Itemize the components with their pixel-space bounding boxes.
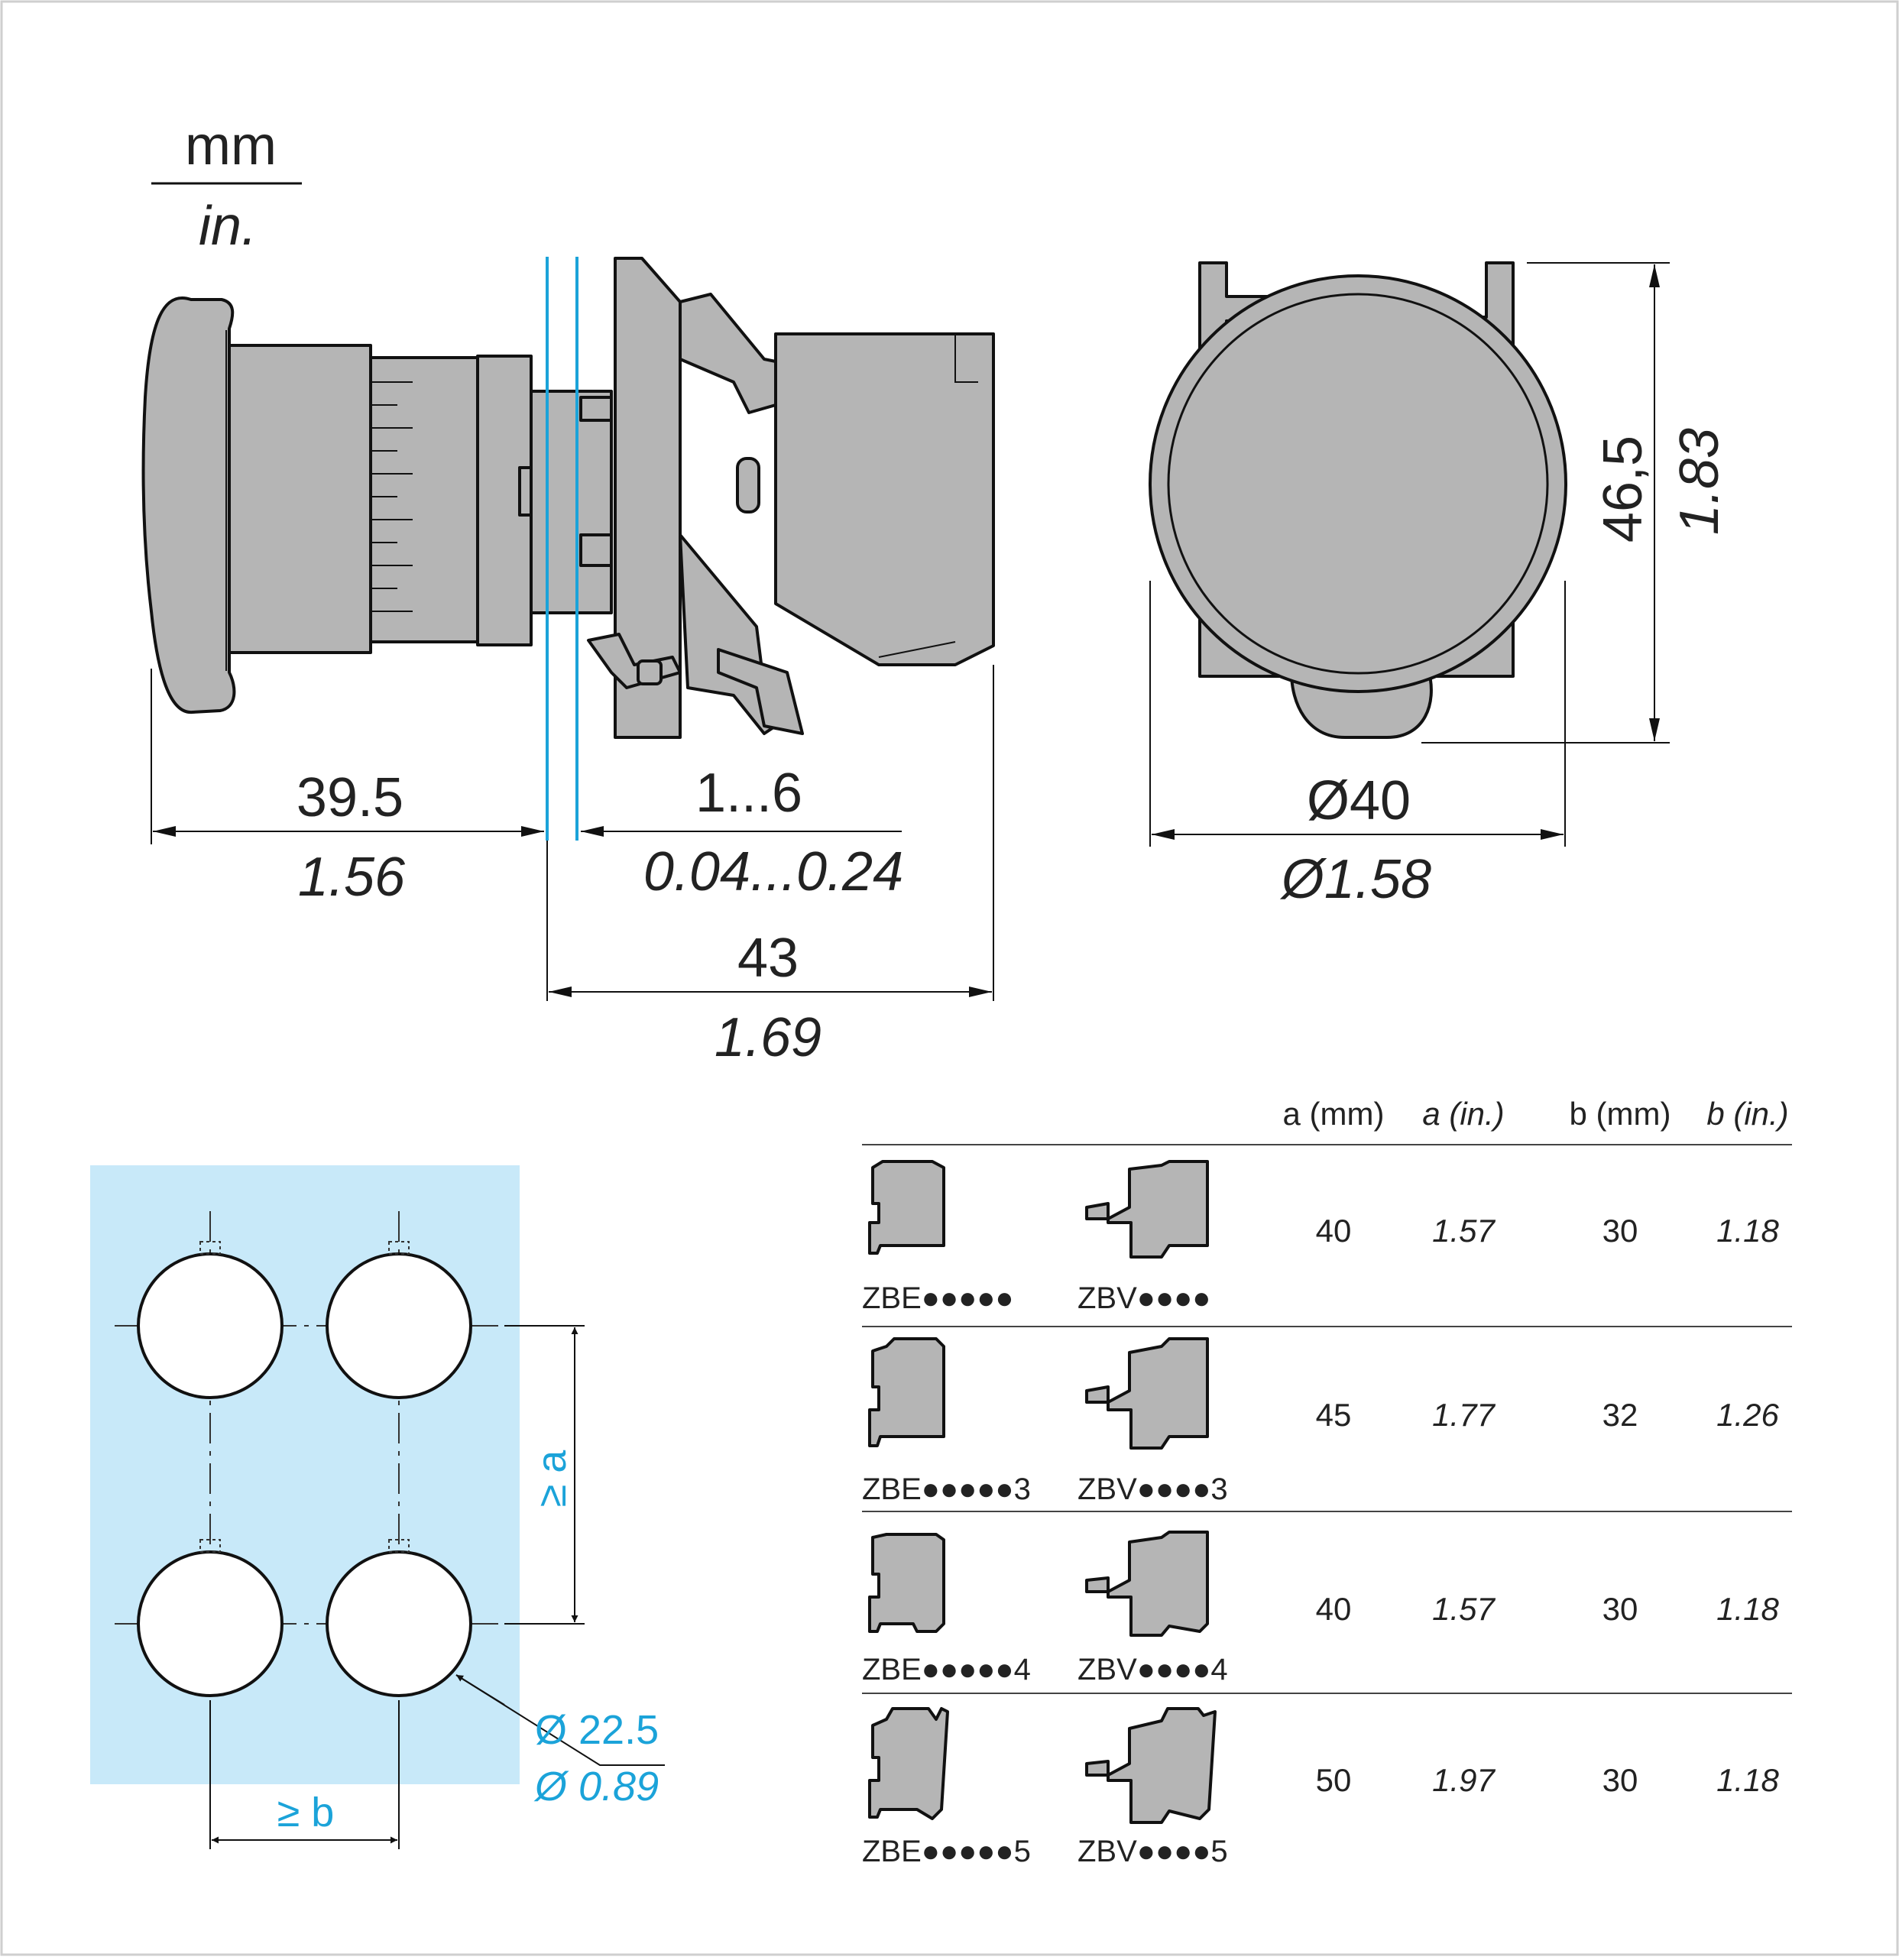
header-b-in: b (in.)	[1706, 1096, 1788, 1132]
body-length-mm: 43	[737, 928, 799, 989]
cell-a-in: 1.57	[1432, 1591, 1496, 1627]
cell-a-in: 1.97	[1432, 1762, 1496, 1798]
hole-diameter-in: Ø 0.89	[533, 1764, 659, 1809]
cell-a-in: 1.77	[1432, 1397, 1496, 1433]
zbv-block-icon	[1085, 1707, 1217, 1824]
hole-diameter-mm: Ø 22.5	[535, 1707, 659, 1753]
knurled-ring	[369, 356, 479, 643]
head-length-mm: 39.5	[297, 767, 403, 828]
mushroom-head	[141, 296, 236, 714]
block-notch-bottom	[878, 641, 956, 658]
header-b-mm: b (mm)	[1570, 1096, 1671, 1132]
head-length-in: 1.56	[298, 847, 406, 908]
cell-b-in: 1.18	[1716, 1762, 1779, 1798]
hole-diameter-arrow	[455, 1674, 505, 1706]
ref-zbv: ZBV●●●●	[1078, 1281, 1210, 1315]
zbv-block-icon	[1085, 1337, 1209, 1450]
zbe-block-icon	[868, 1707, 949, 1820]
table-row: ZBE●●●●●5 ZBV●●●●5 50 1.97 30 1.18	[862, 1707, 1780, 1868]
knurl-ticks	[371, 381, 413, 612]
header-a-mm: a (mm)	[1283, 1096, 1385, 1132]
cell-b-mm: 32	[1602, 1397, 1638, 1433]
front-view-dimensions: Ø40 Ø1.58 46,5 1.83	[1149, 262, 1730, 910]
units-legend: mm in.	[151, 115, 302, 257]
ref-zbv: ZBV●●●●4	[1078, 1653, 1228, 1686]
panel-area	[90, 1165, 520, 1784]
neck-tab-top	[579, 396, 613, 422]
spacing-b-label: ≥ b	[277, 1790, 335, 1835]
panel-thickness-in: 0.04...0.24	[643, 841, 903, 902]
terminal-screw-head	[637, 659, 663, 685]
diameter-mm: Ø40	[1307, 770, 1411, 831]
ref-zbe: ZBE●●●●●5	[862, 1835, 1031, 1868]
header-a-in: a (in.)	[1422, 1096, 1504, 1132]
side-view-dimensions: 39.5 1.56 1...6 0.04...0.24 43 1.69	[151, 665, 994, 1068]
block-notch-top	[954, 334, 978, 383]
ref-zbe: ZBE●●●●●	[862, 1281, 1014, 1315]
contact-block	[774, 332, 995, 666]
ref-zbv: ZBV●●●●5	[1078, 1835, 1228, 1868]
zbe-block-icon	[868, 1160, 945, 1255]
spacing-table: a (mm) a (in.) b (mm) b (in.) ZBE●●●●● Z…	[862, 1096, 1792, 1868]
spacing-a-label: ≥ a	[529, 1450, 575, 1508]
panel-thickness-mm: 1...6	[695, 763, 802, 824]
cell-a-in: 1.57	[1432, 1213, 1496, 1249]
ref-zbv: ZBV●●●●3	[1078, 1472, 1228, 1506]
anti-rotation-notches	[199, 1241, 410, 1553]
cell-b-mm: 30	[1602, 1591, 1638, 1627]
terminal-screw-right	[717, 648, 804, 735]
table-row: ZBE●●●●●4 ZBV●●●●4 40 1.57 30 1.18	[862, 1531, 1780, 1686]
head-shank	[228, 344, 372, 654]
cutout-hole-2	[326, 1252, 472, 1399]
height-in: 1.83	[1669, 428, 1730, 535]
cell-b-mm: 30	[1602, 1213, 1638, 1249]
table-header: a (mm) a (in.) b (mm) b (in.)	[1283, 1096, 1789, 1132]
ref-zbe: ZBE●●●●●3	[862, 1472, 1031, 1506]
zbe-block-icon	[868, 1533, 945, 1633]
cutout-hole-1	[137, 1252, 284, 1399]
front-view-drawing	[1149, 261, 1567, 739]
height-mm: 46,5	[1593, 436, 1654, 543]
diameter-in: Ø1.58	[1280, 849, 1431, 910]
zbv-block-icon	[1085, 1531, 1209, 1637]
cell-a-mm: 40	[1316, 1213, 1352, 1249]
unit-in-label: in.	[199, 196, 257, 257]
cell-b-in: 1.18	[1716, 1591, 1779, 1627]
panel-cutout-drawing: ≥ b ≥ a Ø 22.5 Ø 0.89	[90, 1165, 665, 1849]
cell-a-mm: 45	[1316, 1397, 1352, 1433]
body-length-in: 1.69	[715, 1007, 821, 1068]
block-clip	[736, 457, 760, 513]
cell-b-mm: 30	[1602, 1762, 1638, 1798]
side-view-drawing	[141, 257, 995, 841]
bushing-neck	[530, 390, 613, 614]
zbe-block-icon	[868, 1337, 945, 1447]
table-row: ZBE●●●●● ZBV●●●● 40 1.57 30 1.18	[862, 1160, 1780, 1315]
cell-a-mm: 50	[1316, 1762, 1352, 1798]
cutout-hole-3	[137, 1550, 284, 1697]
head-inner-face	[1167, 293, 1549, 675]
ref-zbe: ZBE●●●●●4	[862, 1653, 1031, 1686]
cell-b-in: 1.18	[1716, 1213, 1779, 1249]
cell-a-mm: 40	[1316, 1591, 1352, 1627]
unit-mm-label: mm	[185, 115, 277, 177]
table-row: ZBE●●●●●3 ZBV●●●●3 45 1.77 32 1.26	[862, 1337, 1780, 1506]
cell-b-in: 1.26	[1716, 1397, 1779, 1433]
neck-tab-bottom	[579, 533, 613, 567]
zbv-block-icon	[1085, 1160, 1209, 1259]
cutout-hole-4	[326, 1550, 472, 1697]
